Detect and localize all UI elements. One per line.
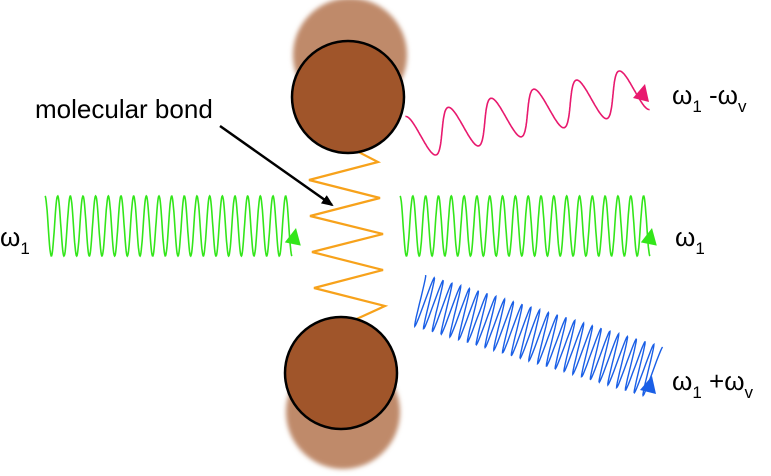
incident-wave	[44, 194, 293, 258]
bond-pointer-arrow	[219, 124, 334, 207]
subscript: 1	[692, 97, 701, 116]
subscript: 1	[20, 239, 29, 258]
incident-frequency-label: ω1	[0, 222, 30, 258]
antistokes-frequency-label: ω1 +ωv	[672, 366, 754, 402]
antistokes-wave	[414, 275, 664, 398]
molecular-bond-spring	[308, 144, 389, 324]
omega-symbol: ω	[672, 80, 692, 110]
subscript: 1	[692, 383, 701, 402]
rayleigh-frequency-label: ω1	[675, 222, 705, 258]
antistokes-wave-arrowhead	[640, 376, 656, 394]
atom-top	[290, 39, 406, 155]
subscript: 1	[695, 239, 704, 258]
omega-symbol: ω	[0, 222, 20, 252]
rayleigh-wave-arrowhead	[640, 228, 657, 246]
subscript: v	[738, 97, 747, 116]
rayleigh-wave	[399, 194, 651, 258]
atom-bottom	[283, 315, 399, 431]
omega-symbol: ω	[672, 366, 692, 396]
stokes-wave	[405, 70, 650, 156]
stokes-frequency-label: ω1 -ωv	[672, 80, 747, 116]
omega-symbol: ω	[675, 222, 695, 252]
molecular-bond-label: molecular bond	[35, 94, 213, 124]
minus-omega: -ω	[702, 80, 738, 110]
plus-omega: +ω	[702, 366, 745, 396]
incident-wave-arrowhead	[284, 228, 301, 246]
subscript: v	[745, 383, 754, 402]
stokes-wave-arrowhead	[633, 84, 649, 102]
